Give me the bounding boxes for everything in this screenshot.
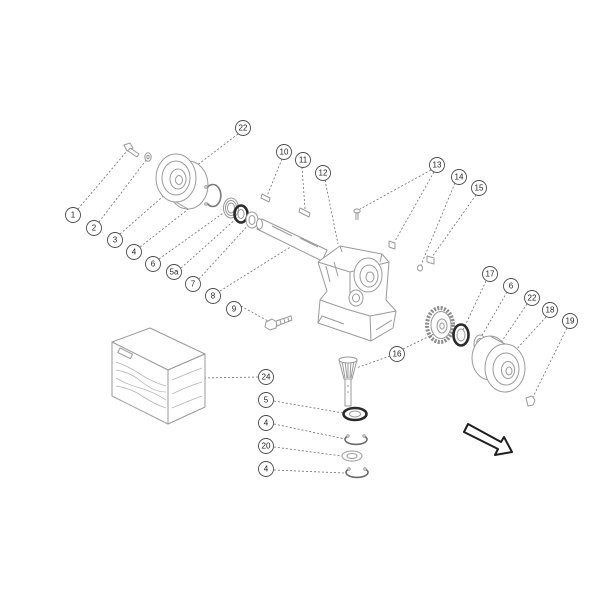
input-shaft [256,218,328,262]
callout-19: 19 [562,313,578,329]
ring-left [245,211,259,229]
plug-small-13 [388,240,396,250]
callout-4-bottom-b: 4 [258,461,274,477]
bevel-gear-right [425,306,455,344]
washer-left [144,152,152,162]
callout-17: 17 [482,266,498,282]
callout-2: 2 [86,220,102,236]
washer-bottom-20 [341,450,363,462]
callout-9: 9 [226,301,242,317]
plug-14 [417,264,423,272]
callout-24: 24 [258,369,274,385]
circlip-bottom-4a [344,434,368,446]
callout-label: 9 [232,305,237,314]
callout-label: 20 [262,442,271,451]
leader-lines [77,133,568,474]
callout-label: 22 [528,294,537,303]
callout-10: 10 [276,144,292,160]
callout-label: 4 [264,465,269,474]
pinion-shaft [338,356,358,407]
flange-cap-right [471,335,526,393]
callout-label: 4 [264,419,269,428]
callout-label: 6 [509,282,514,291]
callout-label: 15 [475,184,484,193]
plug-15 [426,255,435,265]
callout-5-bottom: 5 [258,392,274,408]
callout-label: 19 [566,317,575,326]
callout-15: 15 [471,180,487,196]
callout-label: 17 [486,270,495,279]
callout-22-top: 22 [235,120,251,136]
callout-label: 24 [262,373,271,382]
callout-3: 3 [107,232,123,248]
callout-label: 3 [113,236,118,245]
callout-label: 12 [319,169,328,178]
callout-20: 20 [258,438,274,454]
bearing-bottom-5 [342,406,368,422]
bolt-housing-9 [264,315,293,331]
callout-11: 11 [295,152,311,168]
callout-6-right: 6 [503,278,519,294]
callout-label: 5a [170,268,179,277]
circlip-bottom-4b [345,467,369,479]
callout-label: 5 [264,396,269,405]
direction-arrow-icon [463,423,513,456]
callout-label: 8 [211,292,216,301]
callout-14: 14 [451,169,467,185]
callout-18: 18 [542,302,558,318]
bolt-left-top [123,142,140,158]
callout-label: 16 [393,350,402,359]
callout-22-right: 22 [524,290,540,306]
callout-8: 8 [205,288,221,304]
callout-label: 10 [280,148,289,157]
callout-label: 11 [299,156,308,165]
callout-label: 14 [455,173,464,182]
callout-4-left: 4 [126,244,142,260]
callout-label: 1 [71,211,76,220]
bolt-small-13 [353,208,361,220]
bolt-right-19 [525,395,536,407]
callouts: 22 10 11 12 13 14 15 1 2 3 4 6 5a 7 8 9 … [65,120,578,477]
key-small-11 [298,207,311,218]
callout-12: 12 [315,165,331,181]
callout-label: 2 [92,224,97,233]
key-small-10 [260,193,271,203]
callout-6-left: 6 [145,256,161,272]
callout-1: 1 [65,207,81,223]
gearbox-housing [317,245,397,342]
bearing-right [452,323,470,347]
package-box [111,327,206,425]
callout-16: 16 [389,346,405,362]
callout-7: 7 [185,276,201,292]
callout-label: 6 [151,260,156,269]
callout-13: 13 [429,157,445,173]
callout-label: 4 [132,248,137,257]
callout-label: 7 [191,280,196,289]
callout-4-bottom-a: 4 [258,415,274,431]
callout-5a: 5a [166,264,182,280]
callout-label: 18 [546,306,555,315]
callout-label: 13 [433,161,442,170]
callout-label: 22 [239,124,248,133]
circlip-left [204,183,222,208]
flange-cap-left [155,153,209,210]
